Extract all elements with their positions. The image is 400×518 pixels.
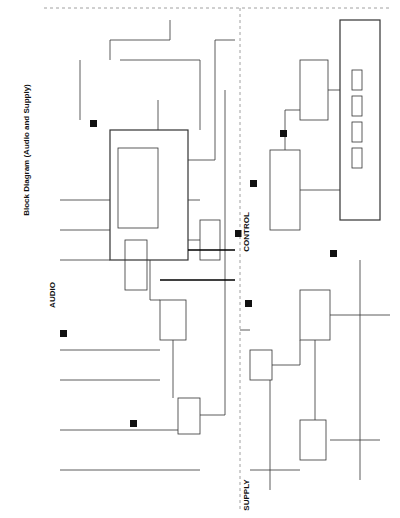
wiring — [44, 8, 392, 512]
diagram-title: Block Diagram (Audio and Supply) — [22, 82, 31, 218]
section-label: AUDIO — [48, 280, 57, 310]
section-label-text: SUPPLY — [242, 479, 251, 510]
section-label: CONTROL — [242, 210, 251, 254]
section-label: SUPPLY — [242, 477, 251, 512]
diagram-title-text: Block Diagram (Audio and Supply) — [22, 84, 31, 216]
section-label-text: CONTROL — [242, 212, 251, 252]
section-label-text: AUDIO — [48, 282, 57, 308]
sheet-tags — [60, 120, 337, 427]
